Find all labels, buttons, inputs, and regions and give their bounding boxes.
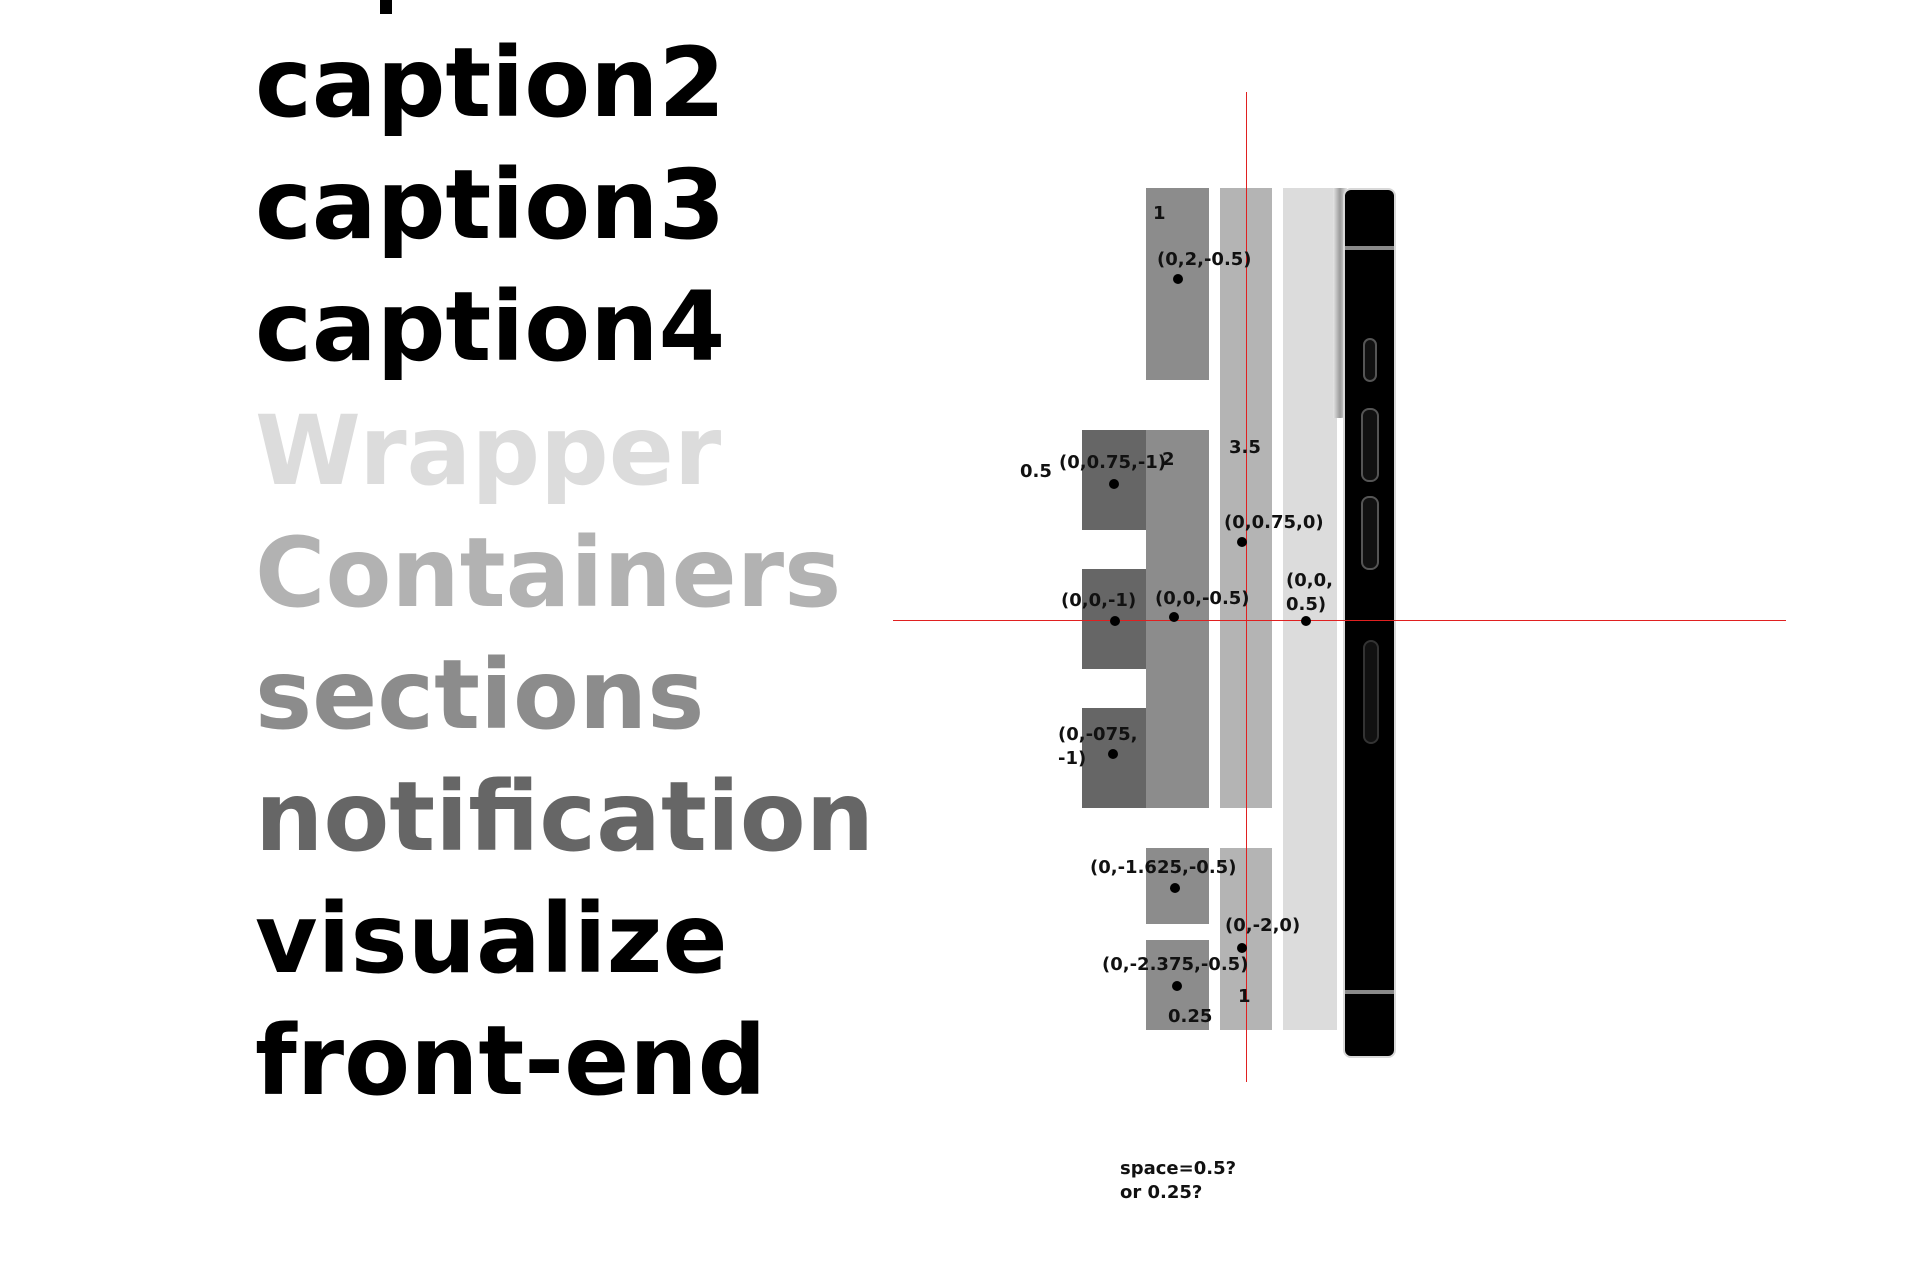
point-left-lower	[1108, 749, 1118, 759]
note-line-2: or 0.25?	[1120, 1182, 1203, 1203]
label-left-center-coord: (0,0,-1)	[1061, 590, 1137, 611]
point-middle-center	[1169, 612, 1179, 622]
word-visualize: visualize	[255, 883, 728, 995]
point-left-center	[1110, 616, 1120, 626]
horizontal-axis-line	[893, 620, 1786, 621]
label-tall-height: 3.5	[1229, 437, 1261, 458]
clipped-glyph-fragment	[380, 0, 392, 14]
phone-antenna-band-top	[1345, 246, 1394, 250]
word-wrapper: Wrapper	[255, 395, 722, 507]
note-line-1: space=0.5?	[1120, 1158, 1237, 1179]
word-sections: sections	[255, 639, 705, 751]
word-stack: caption2 caption3 caption4 Wrapper Conta…	[255, 0, 895, 1117]
word-containers: Containers	[255, 517, 842, 629]
phone-volume-down	[1361, 496, 1379, 570]
point-back-center	[1301, 616, 1311, 626]
phone-sim-tray	[1363, 640, 1379, 744]
point-tall-lower	[1237, 943, 1247, 953]
word-caption2: caption2	[255, 27, 726, 139]
point-bottom-lower	[1172, 981, 1182, 991]
label-top-coord: (0,2,-0.5)	[1157, 249, 1252, 270]
point-bottom-upper	[1170, 883, 1180, 893]
label-left-lower-coord-2: -1)	[1058, 748, 1087, 769]
label-offset-half: 0.5	[1020, 461, 1052, 482]
vertical-axis-line	[1246, 92, 1247, 1082]
label-middle-center-coord: (0,0,-0.5)	[1155, 588, 1250, 609]
label-left-upper-coord: (0,0.75,-1)	[1059, 452, 1167, 473]
label-back-center-coord-2: 0.5)	[1286, 594, 1327, 615]
label-bottom-gap: 0.25	[1168, 1006, 1213, 1027]
label-bottom-upper-coord: (0,-1.625,-0.5)	[1090, 857, 1237, 878]
word-notification: notification	[255, 761, 875, 873]
label-left-lower-coord-1: (0,-075,	[1058, 724, 1138, 745]
label-tall-upper-coord: (0,0.75,0)	[1224, 512, 1324, 533]
phone-antenna-band-bottom	[1345, 990, 1394, 994]
point-top	[1173, 274, 1183, 284]
word-caption3: caption3	[255, 149, 726, 261]
label-bottom-lower-coord: (0,-2.375,-0.5)	[1102, 954, 1249, 975]
layer-back	[1283, 188, 1337, 1030]
label-tall-lower-height: 1	[1238, 986, 1251, 1007]
label-middle-index: 2	[1162, 449, 1175, 470]
phone-switch	[1363, 338, 1377, 382]
phone-volume-up	[1361, 408, 1379, 482]
label-top-index: 1	[1153, 203, 1166, 224]
point-left-upper	[1109, 479, 1119, 489]
word-front-end: front-end	[255, 1005, 767, 1117]
phone-side-view	[1343, 188, 1396, 1058]
label-tall-lower-coord: (0,-2,0)	[1225, 915, 1301, 936]
word-caption4: caption4	[255, 271, 726, 383]
label-back-center-coord-1: (0,0,	[1286, 570, 1333, 591]
point-tall-upper	[1237, 537, 1247, 547]
layer-mid-top	[1146, 188, 1209, 380]
